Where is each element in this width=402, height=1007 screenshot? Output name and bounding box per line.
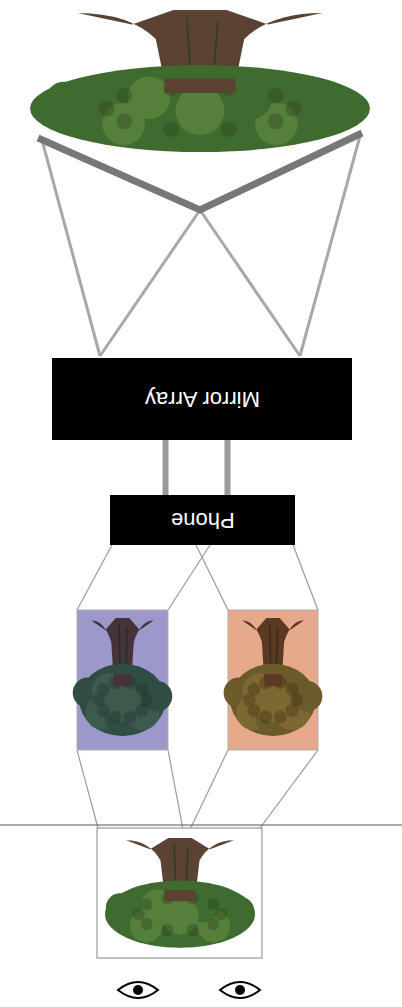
box-label: Phone [171,507,235,533]
tree-picture [73,618,173,736]
fused-image [97,828,262,958]
mirror-array-box: Mirror Array [52,358,352,440]
blue-eye-image [73,610,173,750]
eye-symbol [220,982,260,998]
tree-picture [224,618,323,736]
divider-line [0,824,402,825]
phone-box: Phone [110,495,295,545]
view-lines [77,545,318,840]
double-bar-connector [166,440,228,495]
eye-symbol [118,982,158,998]
mirror-pair [38,133,362,210]
tree-picture [30,10,370,152]
box-label: Mirror Array [145,386,260,412]
tree-picture [105,838,255,948]
light-rays [42,136,360,356]
orange-eye-image [224,610,323,750]
